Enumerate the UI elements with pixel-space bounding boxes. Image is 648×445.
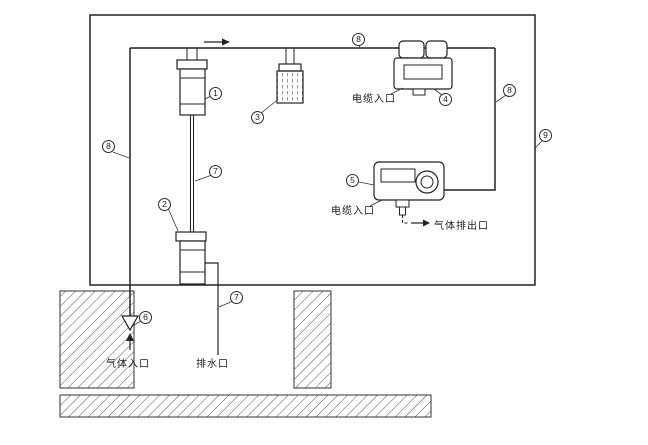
leader-lines [112, 43, 543, 326]
flow-arrow [204, 38, 230, 46]
label-gas-outlet: 气体排出口 [434, 221, 489, 232]
ground-section [59, 290, 432, 418]
component-2-filter [175, 231, 207, 285]
callout-7-mid: 7 [209, 165, 222, 178]
pipe-drain [205, 262, 219, 355]
label-gas-inlet: 气体入口 [106, 359, 150, 370]
callout-8-right: 8 [503, 84, 516, 97]
pipe-right [444, 48, 496, 191]
wall-left-hatched [59, 290, 135, 389]
callout-6: 6 [139, 311, 152, 324]
callout-1: 1 [209, 87, 222, 100]
enclosure-box [89, 14, 536, 286]
callout-4: 4 [439, 93, 452, 106]
callout-5: 5 [346, 174, 359, 187]
inlet-check-valve [120, 315, 140, 350]
component-3-vessel [276, 48, 304, 104]
callout-9: 9 [539, 129, 552, 142]
label-cable-entry-bottom: 电缆入口 [331, 206, 375, 217]
callout-2: 2 [158, 198, 171, 211]
floor-slab-hatched [59, 394, 432, 418]
label-cable-entry-top: 电缆入口 [352, 94, 396, 105]
callout-3: 3 [251, 111, 264, 124]
component-4-pump [393, 40, 453, 96]
component-5-detector [373, 161, 445, 216]
callout-8-top: 8 [352, 33, 365, 46]
wall-right-hatched [293, 290, 332, 389]
gas-outlet-arrow [402, 215, 430, 227]
component-1-filter [176, 48, 208, 116]
callout-8-left: 8 [102, 140, 115, 153]
label-drain: 排水口 [196, 359, 229, 370]
callout-7-drain: 7 [230, 291, 243, 304]
